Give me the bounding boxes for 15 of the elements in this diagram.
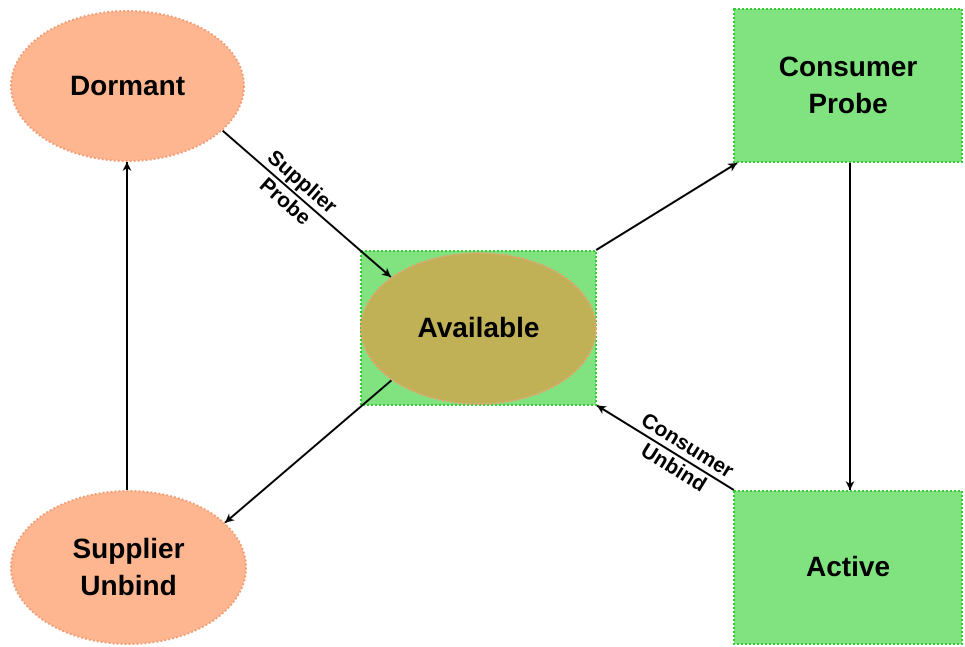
state-label: Supplier Unbind <box>71 532 186 602</box>
state-box <box>733 8 963 163</box>
state-label: Active <box>806 550 890 584</box>
arrow <box>596 162 738 251</box>
arrow <box>224 380 392 524</box>
state-label: Consumer Probe <box>778 50 918 120</box>
state-box <box>733 490 963 645</box>
state-label: Available <box>418 311 540 346</box>
arrow <box>596 404 734 491</box>
state-ellipse <box>10 490 247 645</box>
state-label: Dormant <box>70 68 186 103</box>
state-ellipse <box>10 10 245 162</box>
arrow <box>222 130 392 278</box>
arrow <box>846 163 854 490</box>
arrow <box>122 162 132 490</box>
